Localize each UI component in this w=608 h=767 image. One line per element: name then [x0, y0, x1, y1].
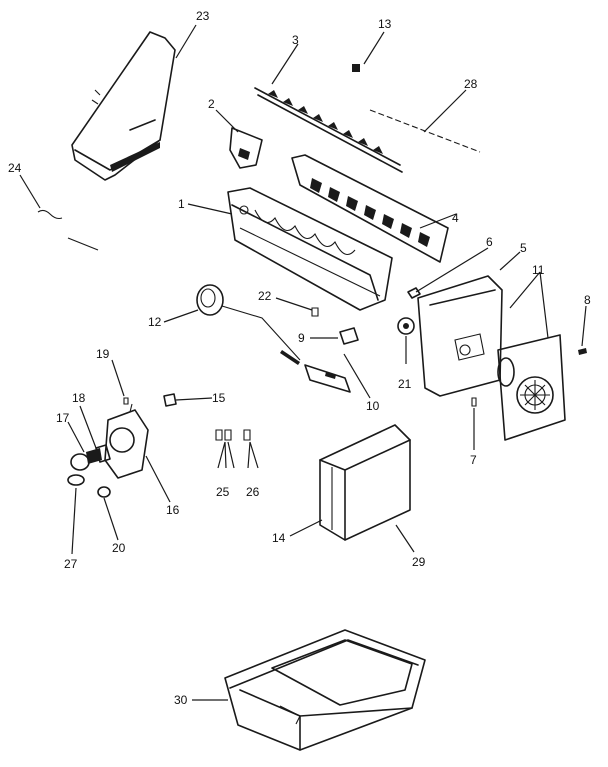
part-23-cover — [71, 31, 176, 181]
callout-20: 20 — [112, 541, 126, 555]
callout-9: 9 — [298, 331, 305, 345]
part-3-ejector — [254, 87, 403, 173]
parts-25-screws — [215, 429, 235, 469]
part-15-fitting — [163, 393, 177, 407]
callout-21: 21 — [398, 377, 412, 391]
callout-29: 29 — [412, 555, 426, 569]
part-14-29-cover — [319, 424, 411, 541]
callout-11: 11 — [532, 263, 545, 277]
parts-26-screws — [243, 429, 259, 469]
part-2-bracket — [229, 127, 263, 169]
part-7-screw — [471, 397, 477, 407]
callout-22: 22 — [258, 289, 272, 303]
part-12-thermostat — [196, 284, 301, 365]
part-1-mold — [227, 187, 393, 311]
callout-4: 4 — [452, 211, 459, 225]
part-8-screw — [578, 348, 587, 355]
callout-18: 18 — [72, 391, 86, 405]
part-16-valve — [104, 403, 149, 479]
callout-12: 12 — [148, 315, 162, 329]
callout-17: 17 — [56, 411, 70, 425]
callout-24: 24 — [8, 161, 22, 175]
part-30-ice-bin — [224, 629, 426, 751]
callout-15: 15 — [212, 391, 226, 405]
callout-1: 1 — [178, 197, 185, 211]
part-21-gear — [397, 317, 415, 335]
callout-27: 27 — [64, 557, 78, 571]
part-17-inlet — [70, 448, 102, 471]
callout-3: 3 — [292, 33, 299, 47]
part-9-switch — [339, 327, 359, 345]
callout-25: 25 — [216, 485, 230, 499]
callout-8: 8 — [584, 293, 591, 307]
callout-5: 5 — [520, 241, 527, 255]
leader-lines — [19, 24, 587, 701]
callout-6: 6 — [486, 235, 493, 249]
part-19-screw — [123, 397, 129, 405]
part-22-clip — [311, 307, 319, 317]
callout-30: 30 — [174, 693, 188, 707]
part-13-clip — [352, 64, 360, 72]
part-24-wire — [37, 209, 99, 251]
callout-16: 16 — [166, 503, 180, 517]
callout-2: 2 — [208, 97, 215, 111]
part-18-bracket — [95, 444, 111, 463]
callout-28: 28 — [464, 77, 478, 91]
part-4-tray — [291, 154, 449, 263]
callout-26: 26 — [246, 485, 260, 499]
callout-7: 7 — [470, 453, 477, 467]
part-20-grommet — [97, 486, 111, 498]
part-27-nut — [67, 474, 85, 486]
callout-13: 13 — [378, 17, 392, 31]
callout-labels: 23 13 3 28 2 24 1 4 6 5 11 8 22 12 9 21 … — [8, 9, 591, 707]
callout-19: 19 — [96, 347, 110, 361]
callout-23: 23 — [196, 9, 210, 23]
part-10-arm — [304, 364, 351, 393]
part-6-clip — [407, 287, 421, 299]
part-5-housing — [417, 275, 503, 397]
callout-10: 10 — [366, 399, 380, 413]
callout-14: 14 — [272, 531, 286, 545]
part-11-motor — [497, 334, 566, 441]
